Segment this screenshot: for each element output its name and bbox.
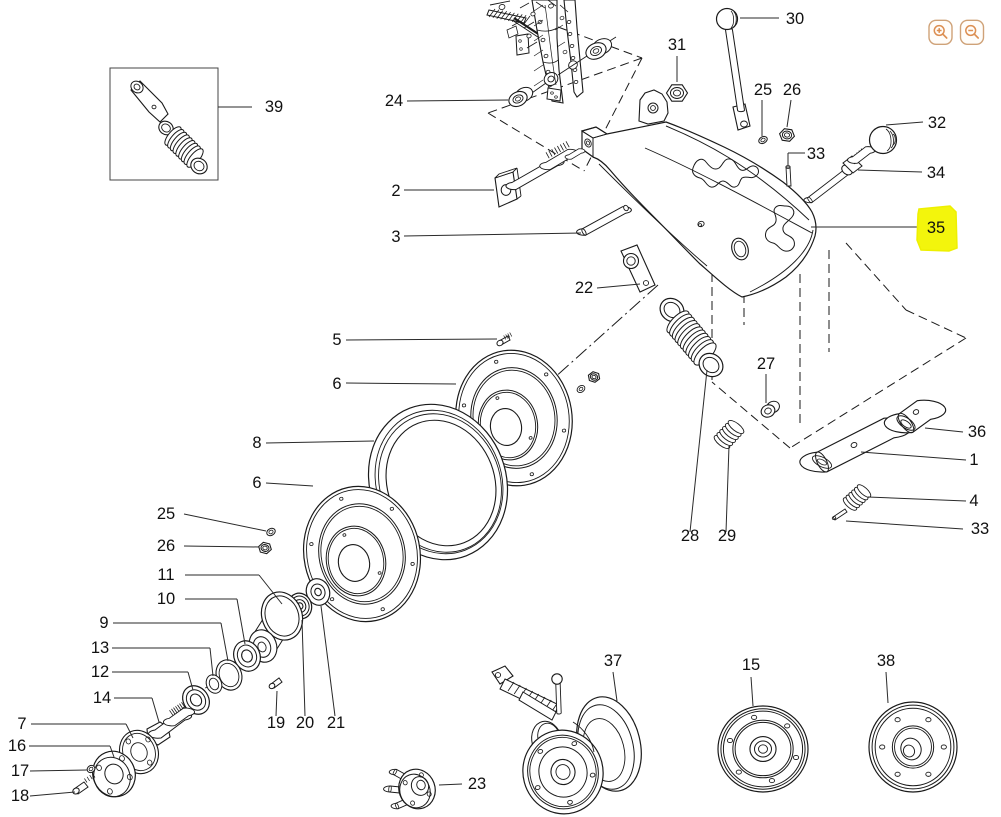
svg-text:23: 23 (468, 775, 486, 793)
svg-text:24: 24 (385, 92, 403, 110)
svg-text:25: 25 (754, 81, 772, 99)
svg-text:9: 9 (99, 614, 108, 632)
svg-text:5: 5 (332, 331, 341, 349)
svg-text:26: 26 (783, 81, 801, 99)
svg-text:39: 39 (265, 98, 283, 116)
svg-text:33: 33 (807, 145, 825, 163)
svg-text:13: 13 (91, 639, 109, 657)
svg-text:6: 6 (252, 474, 261, 492)
svg-text:21: 21 (327, 714, 345, 732)
svg-text:16: 16 (8, 737, 26, 755)
svg-text:28: 28 (681, 527, 699, 545)
svg-text:3: 3 (391, 228, 400, 246)
svg-text:17: 17 (11, 762, 29, 780)
svg-text:8: 8 (252, 434, 261, 452)
svg-text:36: 36 (968, 423, 986, 441)
svg-text:35: 35 (927, 219, 945, 237)
svg-text:10: 10 (157, 590, 175, 608)
svg-text:26: 26 (157, 537, 175, 555)
svg-text:1: 1 (969, 451, 978, 469)
svg-text:6: 6 (332, 375, 341, 393)
svg-text:22: 22 (575, 279, 593, 297)
svg-text:34: 34 (927, 164, 945, 182)
svg-text:27: 27 (757, 355, 775, 373)
svg-text:37: 37 (604, 652, 622, 670)
svg-text:38: 38 (877, 652, 895, 670)
svg-text:30: 30 (786, 10, 804, 28)
svg-text:29: 29 (718, 527, 736, 545)
svg-text:12: 12 (91, 663, 109, 681)
svg-text:2: 2 (391, 182, 400, 200)
svg-text:7: 7 (17, 715, 26, 733)
svg-text:14: 14 (93, 689, 111, 707)
svg-text:33: 33 (971, 520, 989, 538)
svg-text:31: 31 (668, 36, 686, 54)
svg-text:20: 20 (296, 714, 314, 732)
svg-text:25: 25 (157, 505, 175, 523)
svg-text:15: 15 (742, 656, 760, 674)
svg-text:32: 32 (928, 114, 946, 132)
svg-text:4: 4 (969, 492, 978, 510)
svg-text:11: 11 (157, 566, 174, 584)
svg-text:19: 19 (267, 714, 285, 732)
svg-text:18: 18 (11, 787, 29, 805)
